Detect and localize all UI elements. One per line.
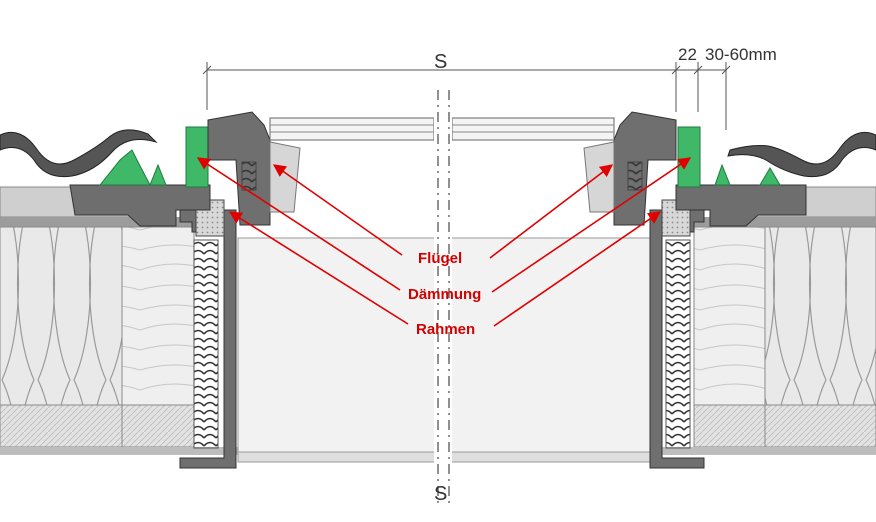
- arrow-daemmung-left: [196, 157, 401, 291]
- arrow-rahmen-left: [228, 211, 409, 325]
- roof-tile-left: [0, 129, 158, 178]
- glazing-left: [269, 117, 435, 141]
- glazing-right: [451, 117, 615, 141]
- label-daemmung: Dämmung: [408, 286, 481, 303]
- dimension-range-label: 30-60mm: [705, 45, 777, 64]
- clamp-spring-left: [193, 239, 219, 449]
- dimension-lines: [202, 62, 731, 130]
- upper-frame-left: [69, 184, 211, 227]
- insulation-wool-right: [764, 226, 876, 448]
- upper-frame-right: [675, 184, 807, 227]
- axis-bottom-label: S: [434, 483, 447, 505]
- clamp-spring-right: [665, 239, 691, 449]
- roof-tile-right: [727, 131, 876, 178]
- label-fluegel: Flügel: [418, 250, 462, 267]
- callout-arrows: [196, 157, 692, 327]
- wood-curb-right: [693, 226, 766, 448]
- sash-profile-left: [207, 111, 301, 226]
- label-rahmen: Rahmen: [416, 321, 475, 338]
- insulation-wool-left: [0, 226, 123, 448]
- arrow-daemmung-right: [491, 157, 692, 293]
- wood-curb-left: [121, 226, 195, 448]
- dimension-span-label: S: [434, 51, 447, 73]
- arrow-fluegel-right: [489, 164, 614, 259]
- arrow-fluegel-left: [272, 164, 403, 256]
- arrow-rahmen-right: [493, 211, 662, 327]
- insulation-green-left: [98, 126, 209, 188]
- insulation-green-right: [677, 126, 781, 188]
- dimension-22-label: 22: [678, 45, 697, 64]
